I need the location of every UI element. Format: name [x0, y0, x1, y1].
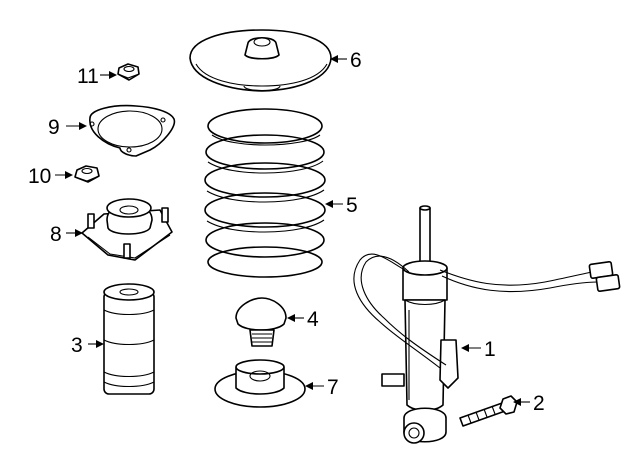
dust-boot: [103, 283, 155, 395]
callout-8: 8: [50, 223, 62, 246]
callout-5: 5: [346, 194, 358, 217]
callout-3: 3: [71, 334, 83, 357]
callout-7: 7: [327, 376, 339, 399]
bump-stop: [235, 297, 287, 347]
callout-9: 9: [48, 116, 60, 139]
nut-lower: [74, 165, 100, 183]
strut-assembly: [353, 205, 621, 444]
bolt: [459, 395, 518, 427]
callout-11: 11: [77, 65, 99, 88]
nut-upper: [117, 63, 140, 81]
callout-10: 10: [28, 165, 51, 188]
callout-6: 6: [350, 49, 362, 72]
upper-spring-seat: [189, 29, 332, 92]
callout-1: 1: [484, 338, 496, 361]
mount-gasket: [89, 104, 176, 157]
leader-lines: [55, 55, 530, 406]
callout-4: 4: [307, 308, 319, 331]
lower-spring-seat: [214, 359, 306, 408]
callout-labels: 1 2 3 4 5 6 7 8 9 10 11: [28, 49, 545, 415]
callout-2: 2: [533, 392, 545, 415]
coil-spring: [204, 108, 326, 278]
strut-mount: [81, 198, 173, 261]
